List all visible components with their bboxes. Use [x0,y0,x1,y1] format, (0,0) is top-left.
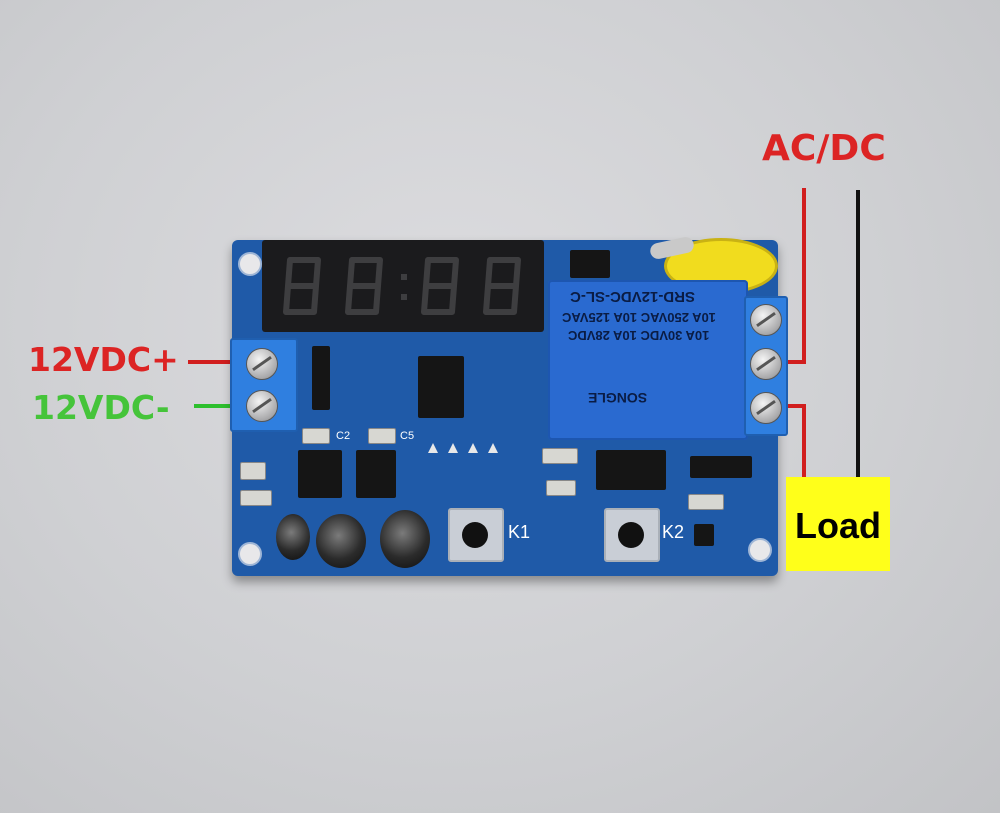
mount-hole [748,538,772,562]
voltage-regulator [298,450,342,498]
diode [312,346,330,410]
relay-output-terminal [744,296,788,436]
transistor [690,456,752,478]
button-k1[interactable] [448,508,504,562]
display-digit [421,257,459,315]
led [546,480,576,496]
button-k1-knob[interactable] [462,522,488,548]
voltage-regulator [356,450,396,498]
resistor [688,494,724,510]
seven-segment-display [262,240,544,332]
led [240,462,266,480]
positive-wire [188,360,260,364]
display-digit [345,257,383,315]
test-pads [428,440,498,453]
ac-dc-label: AC/DC [762,128,886,169]
load-box: Load [786,477,890,571]
load-red-wire [802,404,806,480]
ac-dc-red-wire-link [778,360,806,364]
power-input-terminal [230,338,298,432]
terminal-screw-nc[interactable] [750,392,782,424]
terminal-screw-com[interactable] [750,348,782,380]
capacitor-c2 [302,428,330,444]
ac-dc-red-wire [802,188,806,362]
negative-wire [194,404,260,408]
optocoupler [596,450,666,490]
terminal-screw-positive[interactable] [246,348,278,380]
mount-hole [238,252,262,276]
button-k2-knob[interactable] [618,522,644,548]
capacitor-c5 [368,428,396,444]
c5-label: C5 [400,430,415,442]
load-red-wire-link [778,404,806,408]
terminal-screw-negative[interactable] [246,390,278,422]
vdc-plus-label: 12VDC+ [28,340,179,379]
relay-model: SRD-12VDC-SL-C [570,288,696,305]
microcontroller-chip [418,356,464,418]
relay: SRD-12VDC-SL-C 10A 250VAC 10A 125VAC 10A… [548,280,748,440]
load-label: Load [795,505,881,546]
capacitor [276,514,310,560]
button-k2[interactable] [604,508,660,562]
k1-label: K1 [508,522,531,542]
resistor [240,490,272,506]
relay-rating-dc: 10A 30VDC 10A 28VDC [568,328,710,343]
display-digit [283,257,321,315]
ac-dc-black-wire [856,190,860,480]
display-digit [483,257,521,315]
k2-label: K2 [662,522,685,542]
mount-hole [238,542,262,566]
diode [694,524,714,546]
capacitor [380,510,430,568]
resistor [542,448,578,464]
capacitor [316,514,366,568]
relay-rating-ac: 10A 250VAC 10A 125VAC [562,310,716,325]
display-colon [401,274,407,300]
vdc-minus-label: 12VDC- [32,388,170,427]
terminal-screw-no[interactable] [750,304,782,336]
c2-label: C2 [336,430,351,442]
relay-brand: SONGLE [588,390,648,406]
eeprom-chip [570,250,610,278]
